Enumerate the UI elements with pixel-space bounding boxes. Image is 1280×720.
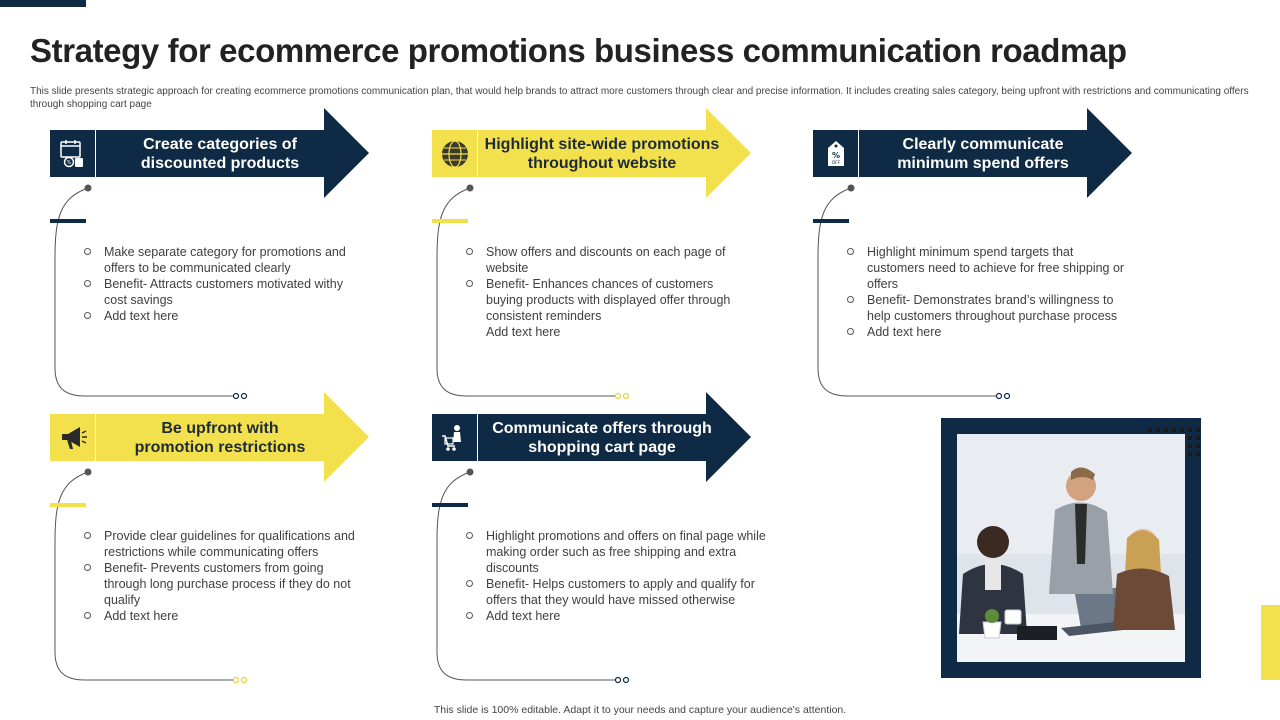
list-item: Benefit- Demonstrates brand’s willingnes… (847, 292, 1127, 324)
step-4-connector (50, 468, 248, 684)
step-3-connector (813, 184, 1011, 400)
step-3-bullet-list: Highlight minimum spend targets that cus… (847, 244, 1127, 340)
svg-text:%: % (66, 160, 71, 166)
svg-text:%: % (831, 151, 839, 160)
decorative-dots (1148, 428, 1200, 456)
list-item: Add text here (84, 308, 364, 324)
team-meeting-photo (957, 434, 1185, 662)
footer-note: This slide is 100% editable. Adapt it to… (433, 704, 847, 716)
list-item: Benefit- Attracts customers motivated wi… (84, 276, 364, 308)
right-accent-bar (1261, 605, 1280, 680)
step-2-connector (432, 184, 630, 400)
list-item: Add text here (486, 325, 561, 339)
list-item: Benefit- Helps customers to apply and qu… (466, 576, 766, 608)
megaphone-icon (50, 414, 96, 461)
step-5-bullet-list: Highlight promotions and offers on final… (466, 528, 766, 624)
globe-icon (432, 130, 478, 177)
list-item: Highlight promotions and offers on final… (466, 528, 766, 576)
slide-subtitle: This slide presents strategic approach f… (30, 86, 1249, 110)
list-item: Add text here (466, 608, 766, 624)
step-4-bullet-list: Provide clear guidelines for qualificati… (84, 528, 364, 624)
step-1-connector (50, 184, 248, 400)
step-1-bullet-list: Make separate category for promotions an… (84, 244, 364, 324)
list-item: Show offers and discounts on each page o… (466, 244, 746, 276)
list-item: Add text here (847, 324, 1127, 340)
list-item: Highlight minimum spend targets that cus… (847, 244, 1127, 292)
list-item: Add text here (84, 608, 364, 624)
list-item: Benefit- Enhances chances of customers b… (466, 276, 746, 324)
slide-title: Strategy for ecommerce promotions busine… (30, 32, 1127, 69)
svg-text:OFF: OFF (831, 160, 840, 166)
photo-frame (941, 418, 1201, 678)
calendar-discount-icon: % (50, 130, 96, 177)
shopping-cart-icon (432, 414, 478, 461)
percent-tag-icon: % OFF (813, 130, 859, 177)
list-item: Benefit- Prevents customers from going t… (84, 560, 364, 608)
top-accent-bar (0, 0, 86, 7)
list-item: Provide clear guidelines for qualificati… (84, 528, 364, 560)
step-2-bullet-list: Show offers and discounts on each page o… (466, 244, 746, 340)
step-5-connector (432, 468, 630, 684)
list-item: Make separate category for promotions an… (84, 244, 364, 276)
